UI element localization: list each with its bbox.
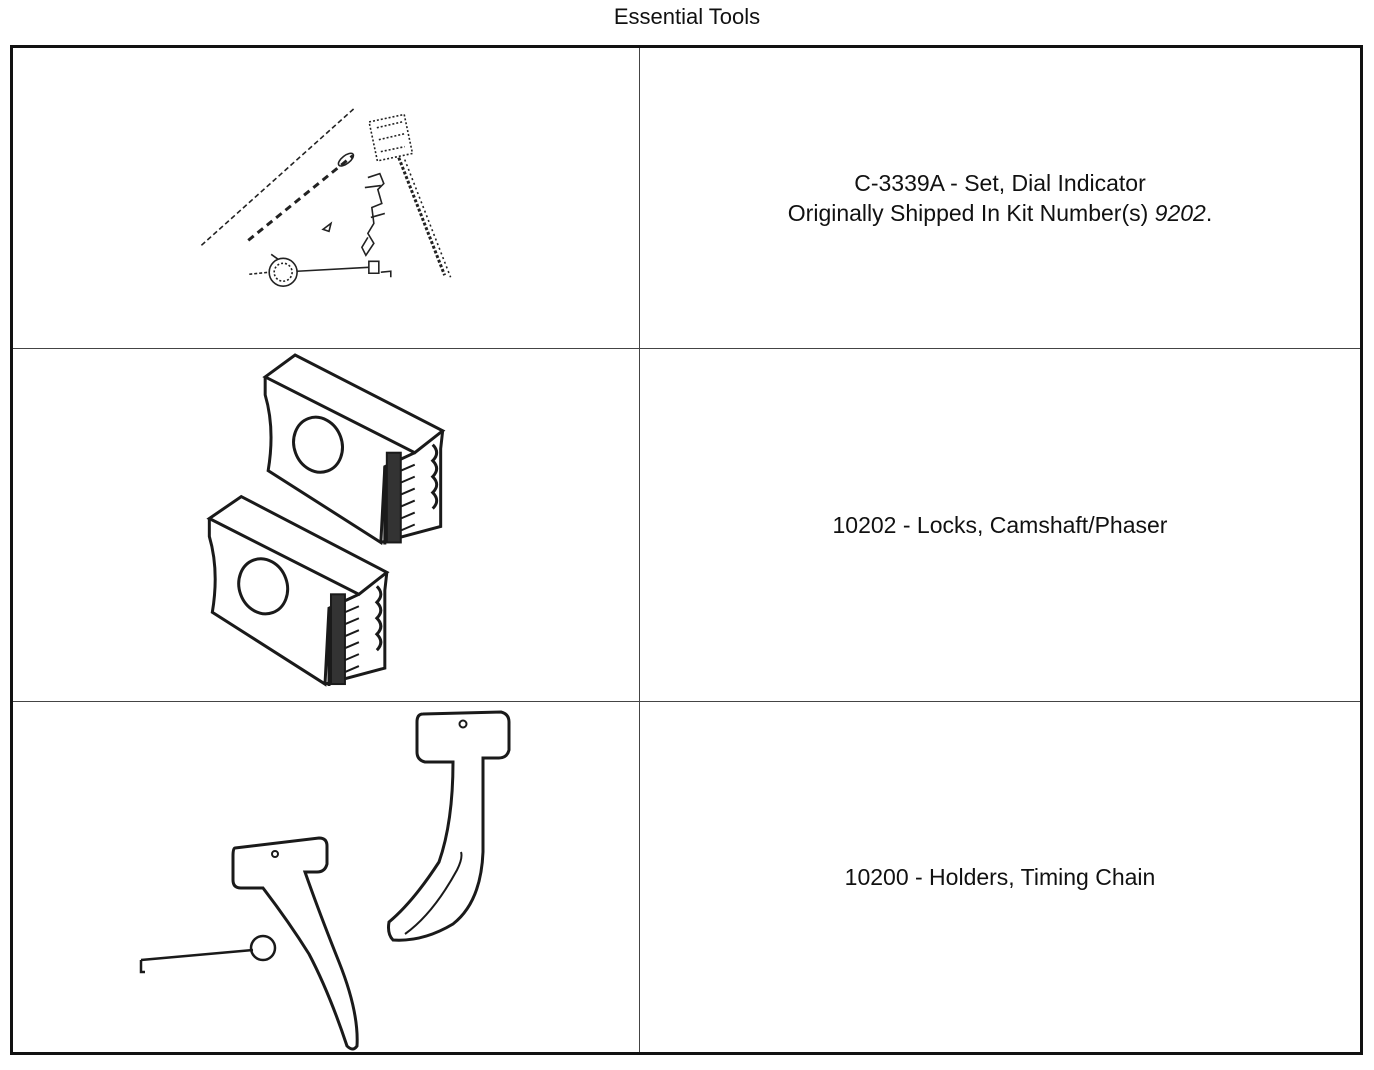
tool-name: C-3339A - Set, Dial Indicator [854,170,1146,196]
camshaft-lock-lower [206,494,390,687]
tool-description-cell: 10202 - Locks, Camshaft/Phaser [640,349,1360,701]
tool-description-cell: C-3339A - Set, Dial Indicator Originally… [640,48,1360,348]
tool-name: 10202 - Locks, Camshaft/Phaser [832,512,1168,538]
kit-number: 9202 [1154,200,1206,226]
kit-info: Originally Shipped In Kit Number(s) 9202… [788,198,1212,228]
timing-chain-holder-right [387,710,511,942]
camshaft-phaser-locks-illustration [206,353,446,687]
timing-chain-holder-left [231,836,359,1051]
timing-chain-holders-illustration [139,710,511,1051]
tool-name: 10200 - Holders, Timing Chain [844,864,1156,890]
table-row: C-3339A - Set, Dial Indicator Originally… [13,48,1360,349]
essential-tools-table: C-3339A - Set, Dial Indicator Originally… [10,45,1363,1055]
table-row: 10202 - Locks, Camshaft/Phaser [13,349,1360,702]
tool-image-cell [13,349,640,701]
camshaft-lock-upper [262,353,446,546]
kit-suffix: . [1205,200,1213,226]
kit-label: Originally Shipped In Kit Number(s) [787,200,1155,226]
tool-image-cell [13,48,640,348]
pin-tool [139,934,277,974]
tool-image-cell [13,702,640,1052]
page-title: Essential Tools [613,4,761,29]
tool-description-cell: 10200 - Holders, Timing Chain [640,702,1360,1052]
dial-indicator-set-illustration [200,107,452,288]
table-row: 10200 - Holders, Timing Chain [13,702,1360,1052]
